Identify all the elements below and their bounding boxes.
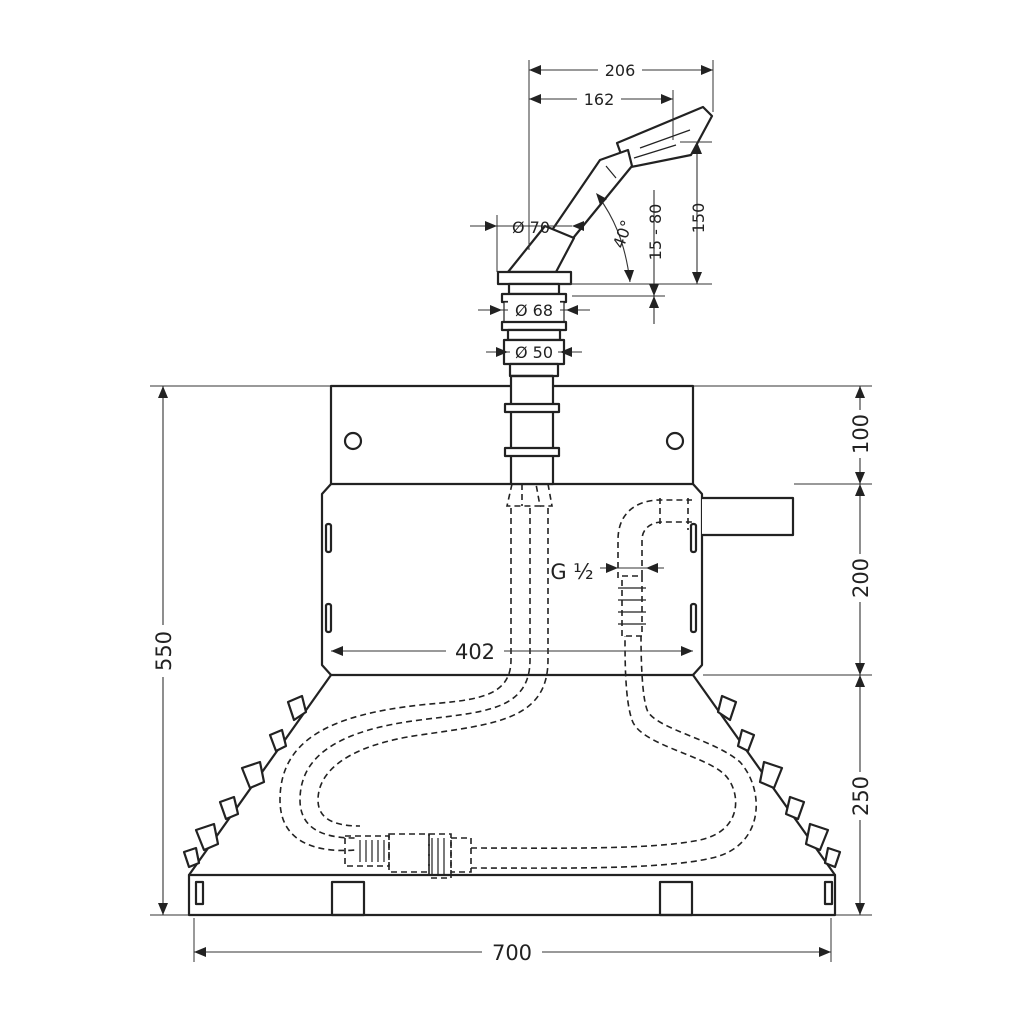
label-250: 250 <box>849 776 873 816</box>
label-d68: Ø 68 <box>515 301 553 320</box>
dim-150: 150 <box>560 141 712 285</box>
lower-section <box>182 673 842 917</box>
middle-section <box>320 482 795 677</box>
label-206: 206 <box>605 61 636 80</box>
dim-d68: Ø 68 <box>478 300 590 320</box>
label-100: 100 <box>849 414 873 454</box>
connector-stack <box>500 282 568 378</box>
dim-700: 700 <box>193 918 832 965</box>
dim-402: 402 <box>331 638 693 664</box>
dim-right: 100 200 250 <box>694 385 873 916</box>
dim-15-80: 15 - 80 <box>572 190 665 324</box>
label-d50: Ø 50 <box>515 343 553 362</box>
dim-162: 162 <box>529 88 674 140</box>
label-700: 700 <box>492 941 532 965</box>
dim-206: 206 <box>528 58 714 250</box>
label-150: 150 <box>689 203 708 234</box>
dim-d70: Ø 70 <box>470 215 584 272</box>
hand-shower <box>496 105 714 286</box>
label-402: 402 <box>455 640 495 664</box>
dim-d50: Ø 50 <box>486 342 582 362</box>
dim-angle: 40° <box>596 193 637 283</box>
vertical-pipe <box>503 374 561 486</box>
dim-550: 550 <box>150 385 330 916</box>
label-g-half: G ½ <box>550 560 593 584</box>
label-162: 162 <box>584 90 615 109</box>
label-15-80: 15 - 80 <box>646 204 665 261</box>
label-d70: Ø 70 <box>512 218 550 237</box>
label-550: 550 <box>152 631 176 671</box>
hidden-hoses <box>279 483 757 879</box>
dim-g-half: G ½ <box>550 560 664 584</box>
label-200: 200 <box>849 558 873 598</box>
